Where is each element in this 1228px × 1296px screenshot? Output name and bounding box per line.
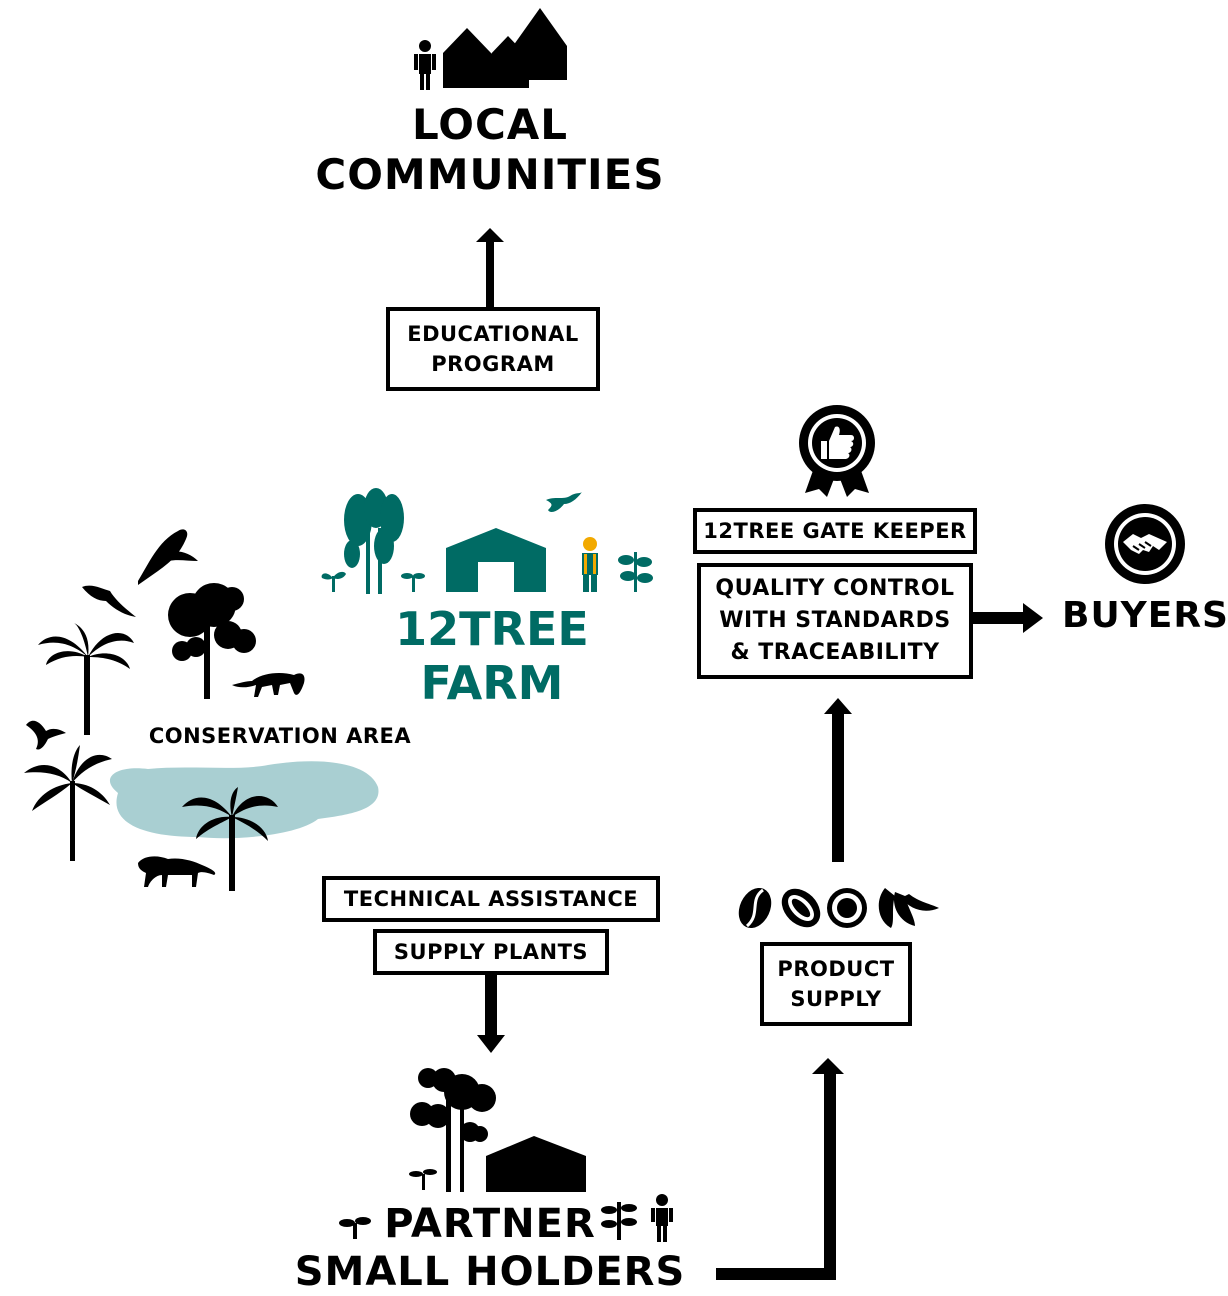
arrow-up-quality — [824, 698, 852, 862]
handshake-icon — [1105, 504, 1185, 584]
technical-assistance-box: TECHNICAL ASSISTANCE — [322, 876, 660, 922]
products-icons — [738, 887, 939, 929]
quality-control-line3: & TRACEABILITY — [730, 640, 940, 665]
educational-program-line1: EDUCATIONAL — [407, 322, 579, 346]
coconut-icon — [827, 888, 867, 928]
plant-right-icon — [601, 1202, 637, 1240]
product-supply-line2: SUPPLY — [790, 987, 882, 1011]
partner-line2: SMALL HOLDERS — [294, 1249, 686, 1295]
local-communities-line2: COMMUNITIES — [315, 150, 665, 199]
partner-line1: PARTNER — [384, 1201, 596, 1247]
coffee-bean-icon — [738, 887, 772, 929]
product-supply-box: PRODUCT SUPPLY — [760, 942, 912, 1026]
arrow-right-buyers — [973, 603, 1043, 633]
educational-program-line2: PROGRAM — [431, 352, 555, 376]
arrow-up-communities — [476, 228, 504, 310]
thumbs-up-badge-icon — [799, 405, 875, 497]
partner-title: PARTNER SMALL HOLDERS — [290, 1200, 690, 1296]
educational-program-box: EDUCATIONAL PROGRAM — [386, 307, 600, 391]
banana-icon — [878, 888, 939, 928]
gate-keeper-box: 12TREE GATE KEEPER — [693, 508, 977, 554]
supply-plants-label: SUPPLY PLANTS — [393, 940, 589, 964]
technical-assistance-label: TECHNICAL ASSISTANCE — [343, 887, 639, 911]
cacao-pod-icon — [781, 888, 821, 928]
person-icon — [651, 1194, 673, 1242]
quality-control-box: QUALITY CONTROL WITH STANDARDS & TRACEAB… — [697, 563, 973, 679]
gate-keeper-label: 12TREE GATE KEEPER — [703, 519, 967, 543]
partner-farm-illustration — [409, 1068, 586, 1192]
conservation-illustration — [24, 529, 379, 891]
product-supply-line1: PRODUCT — [777, 957, 895, 981]
conservation-label: CONSERVATION AREA — [148, 724, 412, 748]
quality-control-line2: WITH STANDARDS — [719, 608, 951, 633]
supply-plants-box: SUPPLY PLANTS — [373, 929, 609, 975]
buyers-label: BUYERS — [1062, 595, 1228, 636]
community-icon — [414, 8, 567, 90]
arrow-down-partners — [477, 975, 505, 1053]
arrow-partners-to-product — [716, 1058, 844, 1280]
local-communities-line1: LOCAL — [411, 100, 569, 149]
quality-control-line1: QUALITY CONTROL — [715, 576, 955, 601]
local-communities-title: LOCAL COMMUNITIES — [300, 100, 680, 200]
farm-title: 12TREE FARM — [395, 602, 589, 710]
sprout-left-icon — [339, 1217, 371, 1239]
farm-illustration — [321, 488, 653, 594]
